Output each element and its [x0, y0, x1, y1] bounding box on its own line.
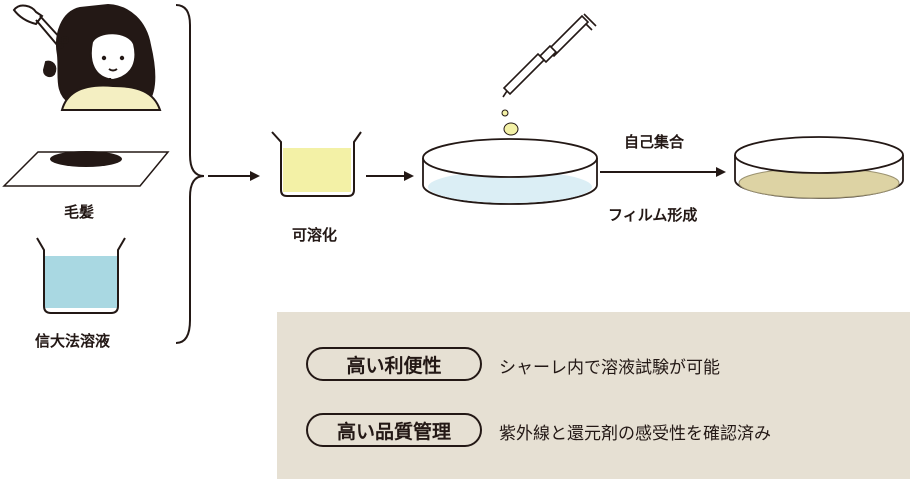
feature-description-quality: 紫外線と還元剤の感受性を確認済み	[499, 424, 771, 444]
feature-title-quality: 高い品質管理	[306, 413, 482, 447]
self-assembly-label: 自己集合	[624, 133, 685, 151]
features-panel: 高い利便性 シャーレ内で溶液試験が可能 高い品質管理 紫外線と還元剤の感受性を確…	[277, 312, 910, 479]
feature-description-convenience: シャーレ内で溶液試験が可能	[499, 358, 720, 378]
petri-dish-illustration	[422, 138, 598, 205]
solution-label: 信大法溶液	[35, 332, 111, 350]
pipette-illustration	[502, 13, 597, 98]
solution-beaker-illustration	[36, 237, 126, 314]
film-formation-label: フィルム形成	[608, 206, 698, 224]
dissolve-label: 可溶化	[292, 226, 338, 244]
girl-cutting-hair-illustration	[12, 3, 162, 111]
process-arrows	[208, 167, 726, 181]
hair-sample-plate-illustration	[2, 151, 170, 187]
dissolved-beaker-illustration	[271, 131, 362, 197]
feature-title-convenience: 高い利便性	[306, 347, 482, 381]
grouping-brace	[175, 4, 205, 344]
film-dish-illustration	[734, 136, 904, 199]
hair-label: 毛髪	[64, 203, 95, 221]
